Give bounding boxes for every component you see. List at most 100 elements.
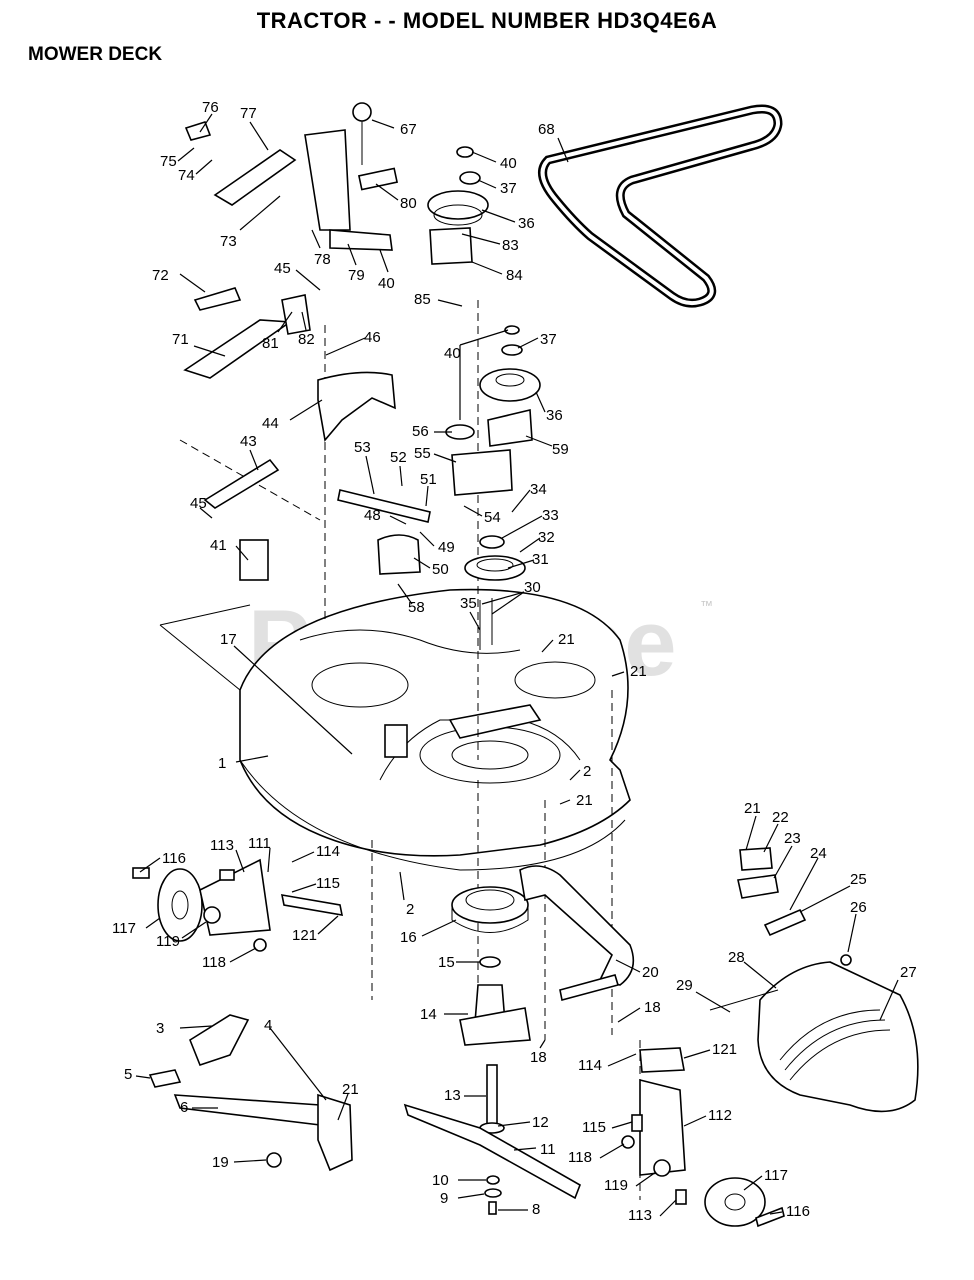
discharge-chute (709, 847, 919, 1113)
callout-35: 35 (460, 595, 477, 612)
callout-46: 46 (364, 329, 381, 346)
callout-80: 80 (400, 195, 417, 212)
callout-78: 78 (314, 251, 331, 268)
callout-51: 51 (420, 471, 437, 488)
callout-17: 17 (220, 631, 237, 648)
callout-26: 26 (850, 899, 867, 916)
callout-21c: 21 (576, 792, 593, 809)
callout-81: 81 (262, 335, 279, 352)
callout-22: 22 (772, 809, 789, 826)
callout-79: 79 (348, 267, 365, 284)
callout-21b: 21 (630, 663, 647, 680)
callout-113b: 113 (628, 1207, 652, 1224)
callout-71: 71 (172, 331, 189, 348)
callout-52: 52 (390, 449, 407, 466)
callout-77: 77 (240, 105, 257, 122)
callout-6: 6 (180, 1099, 188, 1116)
callout-25: 25 (850, 871, 867, 888)
callout-33: 33 (542, 507, 559, 524)
callout-68: 68 (538, 121, 555, 138)
callout-43: 43 (240, 433, 257, 450)
callout-21e: 21 (744, 800, 761, 817)
callout-73: 73 (220, 233, 237, 250)
callout-116: 116 (162, 850, 186, 867)
callout-28: 28 (728, 949, 745, 966)
callout-37: 37 (500, 180, 517, 197)
callout-55: 55 (414, 445, 431, 462)
callout-30: 30 (524, 579, 541, 596)
watermark-tm: ™ (700, 598, 713, 613)
callout-83: 83 (502, 237, 519, 254)
callout-44: 44 (262, 415, 279, 432)
callout-56: 56 (412, 423, 429, 440)
diagram-title: TRACTOR - - MODEL NUMBER HD3Q4E6A (256, 8, 718, 33)
callout-27: 27 (900, 964, 917, 981)
callout-114: 114 (316, 843, 340, 860)
idler-pulley-stack (427, 146, 541, 650)
callout-121: 121 (292, 927, 317, 944)
callout-1: 1 (218, 755, 226, 772)
callout-117b: 117 (764, 1167, 788, 1184)
callout-82: 82 (298, 331, 315, 348)
callout-36: 36 (518, 215, 535, 232)
callout-18: 18 (644, 999, 661, 1016)
callout-111: 111 (248, 835, 271, 852)
callout-67: 67 (400, 121, 417, 138)
callout-24: 24 (810, 845, 827, 862)
callout-15: 15 (438, 954, 455, 971)
callout-23: 23 (784, 830, 801, 847)
callout-21: 21 (558, 631, 575, 648)
callout-10: 10 (432, 1172, 449, 1189)
callout-119b: 119 (604, 1177, 628, 1194)
callout-2: 2 (583, 763, 591, 780)
callout-115b: 115 (582, 1119, 606, 1136)
idler-arm (519, 865, 635, 1001)
callout-14: 14 (420, 1006, 437, 1023)
callout-2b: 2 (406, 901, 414, 918)
callout-18b: 18 (530, 1049, 547, 1066)
callout-113: 113 (210, 837, 234, 854)
callout-5: 5 (124, 1066, 132, 1083)
callout-74: 74 (178, 167, 195, 184)
callout-72: 72 (152, 267, 169, 284)
deck-hanger-bracket (148, 1014, 353, 1172)
callout-16: 16 (400, 929, 417, 946)
callout-36b: 36 (546, 407, 563, 424)
callout-84: 84 (506, 267, 523, 284)
callout-40c: 40 (444, 345, 461, 362)
callout-3: 3 (156, 1020, 164, 1037)
callout-45: 45 (274, 260, 291, 277)
callout-115: 115 (316, 875, 340, 892)
callout-118b: 118 (568, 1149, 592, 1166)
callout-19: 19 (212, 1154, 229, 1171)
callout-21d: 21 (342, 1081, 359, 1098)
callout-9: 9 (440, 1190, 448, 1207)
callout-labels: 76 77 67 40 68 75 74 37 80 36 73 83 78 7… (112, 99, 917, 1224)
mower-belt (538, 104, 783, 308)
mower-deck-housing (159, 588, 631, 871)
callout-45b: 45 (190, 495, 207, 512)
left-gauge-wheel (132, 858, 344, 952)
lift-arm-assembly (183, 102, 431, 581)
callout-8: 8 (532, 1201, 540, 1218)
callout-41: 41 (210, 537, 227, 554)
callout-12: 12 (532, 1114, 549, 1131)
callout-32: 32 (538, 529, 555, 546)
callout-34: 34 (530, 481, 547, 498)
section-title: MOWER DECK (28, 44, 163, 65)
callout-4: 4 (264, 1017, 272, 1034)
callout-116b: 116 (786, 1203, 810, 1220)
callout-29: 29 (676, 977, 693, 994)
callout-48: 48 (364, 507, 381, 524)
callout-85: 85 (414, 291, 431, 308)
callout-75: 75 (160, 153, 177, 170)
callout-37b: 37 (540, 331, 557, 348)
callout-114b: 114 (578, 1057, 602, 1074)
callout-112: 112 (708, 1107, 732, 1124)
callout-40b: 40 (378, 275, 395, 292)
callout-76: 76 (202, 99, 219, 116)
callout-117: 117 (112, 920, 136, 937)
callout-58: 58 (408, 599, 425, 616)
blade-spindle-assembly (403, 886, 581, 1215)
